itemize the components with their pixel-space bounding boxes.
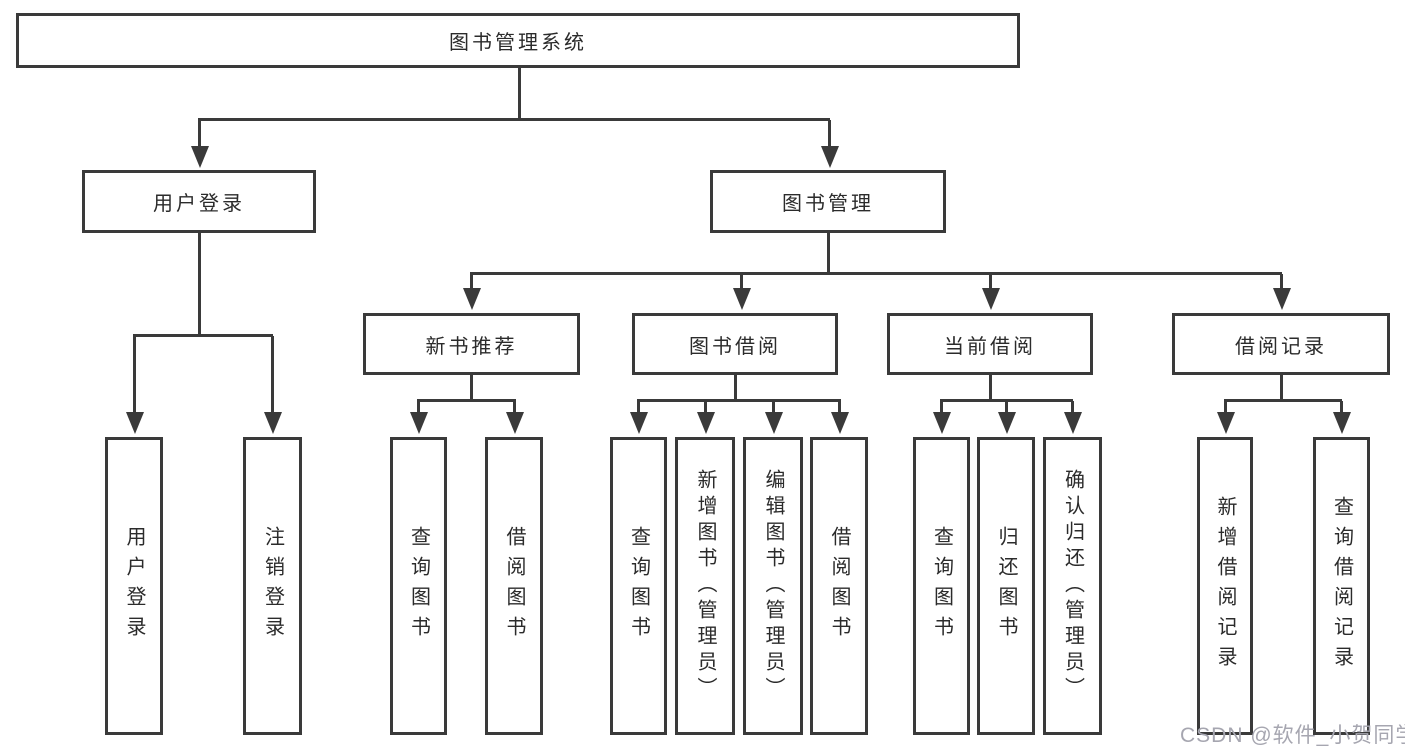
node-label: 归还图书 (995, 526, 1017, 646)
leaf-confirm-return-admin: 确认归还（管理员） (1043, 437, 1102, 735)
arrow-down-icon (190, 120, 209, 168)
leaf-query-borrow-record: 查询借阅记录 (1313, 437, 1370, 735)
connector-line (417, 399, 516, 402)
node-label: 查询图书 (627, 526, 650, 646)
leaf-user-login: 用户登录 (105, 437, 163, 735)
node-label: 图书借阅 (689, 335, 781, 358)
node-label: 借阅图书 (503, 526, 525, 646)
arrow-down-icon (1216, 401, 1235, 434)
node-label: 查询借阅记录 (1330, 496, 1353, 676)
arrow-down-icon (505, 401, 524, 434)
leaf-borrow-books-recommend: 借阅图书 (485, 437, 543, 735)
leaf-return-books: 归还图书 (977, 437, 1035, 735)
node-library-management-system: 图书管理系统 (16, 13, 1020, 68)
arrow-down-icon (1332, 401, 1351, 434)
arrow-down-icon (830, 401, 849, 434)
node-book-management: 图书管理 (710, 170, 946, 233)
leaf-query-books-current: 查询图书 (913, 437, 970, 735)
arrow-down-icon (764, 401, 783, 434)
leaf-query-books-borrowing: 查询图书 (610, 437, 667, 735)
node-label: 当前借阅 (944, 335, 1036, 358)
arrow-down-icon (997, 401, 1016, 434)
connector-line (734, 375, 737, 402)
node-label: 查询图书 (930, 526, 953, 646)
node-label: 用户登录 (153, 193, 245, 215)
leaf-borrow-books-borrowing: 借阅图书 (810, 437, 868, 735)
arrow-down-icon (629, 401, 648, 434)
node-current-borrowing: 当前借阅 (887, 313, 1093, 375)
arrow-down-icon (462, 274, 481, 310)
connector-line (198, 118, 830, 121)
node-label: 借阅记录 (1235, 335, 1327, 358)
leaf-add-books-admin: 新增图书（管理员） (675, 437, 735, 735)
node-new-book-recommend: 新书推荐 (363, 313, 580, 375)
arrow-down-icon (409, 401, 428, 434)
leaf-edit-books-admin: 编辑图书（管理员） (743, 437, 803, 735)
node-label: 查询图书 (407, 526, 430, 646)
connector-line (470, 272, 1282, 275)
arrow-down-icon (981, 274, 1000, 310)
node-label: 新增借阅记录 (1214, 496, 1236, 676)
node-user-login: 用户登录 (82, 170, 316, 233)
connector-line (518, 66, 521, 120)
arrow-down-icon (820, 120, 839, 168)
arrow-down-icon (696, 401, 715, 434)
node-label: 新书推荐 (425, 335, 518, 358)
node-label: 确认归还（管理员） (1061, 469, 1084, 703)
node-label: 编辑图书（管理员） (762, 469, 784, 703)
node-borrowing-records: 借阅记录 (1172, 313, 1390, 375)
node-label: 借阅图书 (828, 526, 850, 646)
arrow-down-icon (1063, 401, 1082, 434)
connector-line (133, 334, 273, 337)
leaf-add-borrow-record: 新增借阅记录 (1197, 437, 1253, 735)
node-label: 用户登录 (123, 526, 145, 646)
connector-line (198, 233, 201, 337)
csdn-watermark: CSDN @软件_小贺同学 (1180, 724, 1405, 747)
connector-line (470, 375, 473, 402)
leaf-logout-login: 注销登录 (243, 437, 302, 735)
arrow-down-icon (263, 336, 282, 434)
connector-line (1224, 399, 1342, 402)
leaf-query-books-recommend: 查询图书 (390, 437, 447, 735)
arrow-down-icon (125, 336, 144, 434)
node-label: 图书管理 (782, 193, 874, 215)
node-label: 注销登录 (261, 526, 284, 646)
connector-line (940, 399, 1073, 402)
arrow-down-icon (932, 401, 951, 434)
arrow-down-icon (1272, 274, 1291, 310)
node-label: 新增图书（管理员） (694, 469, 716, 703)
connector-line (989, 375, 992, 402)
connector-line (827, 233, 830, 275)
node-label: 图书管理系统 (449, 32, 587, 54)
connector-line (1280, 375, 1283, 402)
node-book-borrowing: 图书借阅 (632, 313, 838, 375)
connector-line (637, 399, 841, 402)
arrow-down-icon (732, 274, 751, 310)
